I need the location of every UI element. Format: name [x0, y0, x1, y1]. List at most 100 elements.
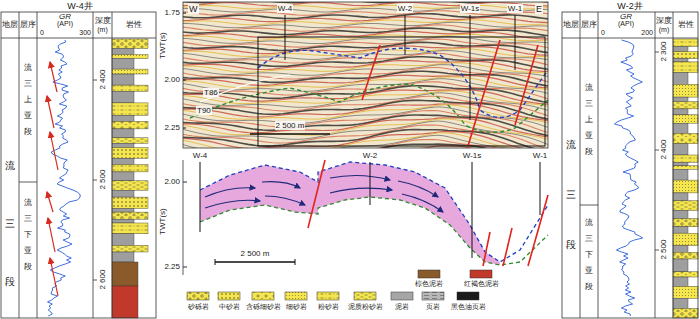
lithology-bed	[112, 74, 134, 85]
lithology-bed	[673, 277, 688, 286]
well-line	[515, 15, 516, 70]
label: 2 600	[98, 270, 107, 290]
label: TWT(s)	[157, 209, 166, 236]
depth-tick	[93, 180, 97, 181]
flow-arrow	[330, 188, 392, 193]
flow-arrow	[265, 196, 305, 205]
flow-arrow	[262, 182, 300, 188]
gr-trace	[615, 40, 643, 316]
legend-label: 中砂岩	[219, 303, 240, 311]
lithology-bed	[673, 219, 698, 227]
label: (m)	[97, 26, 108, 34]
lithology-bed	[673, 102, 698, 109]
label: W-1	[507, 4, 524, 13]
seismic-reflector	[183, 8, 548, 12]
lithology-bed	[673, 47, 688, 52]
fault	[468, 40, 500, 146]
scale-tick	[215, 259, 216, 265]
legend-swatches	[187, 270, 492, 300]
axis-tick	[183, 128, 186, 129]
lithology-bed	[673, 73, 688, 85]
lithology-bed	[112, 49, 134, 55]
depth-tick	[93, 80, 97, 81]
label: GR	[59, 12, 71, 21]
seismic-reflector	[183, 91, 548, 106]
seismic-reflectors	[183, 2, 548, 148]
fault	[515, 45, 538, 125]
legend-swatch	[354, 292, 376, 300]
fault	[503, 228, 512, 266]
legend-label: 砂砾岩	[188, 303, 209, 311]
t86-horizon	[200, 75, 290, 102]
well-line	[470, 15, 471, 120]
label: 2 500 m	[275, 121, 306, 130]
lithology-bed	[112, 197, 148, 208]
seismic-reflector	[183, 20, 548, 25]
t90-horizon	[190, 84, 548, 132]
label: 2.00	[164, 177, 180, 186]
label: W	[188, 4, 199, 14]
lithology-column	[673, 39, 698, 318]
lithology-bed	[112, 158, 134, 164]
top-boundary	[200, 162, 548, 262]
label: 2 500	[659, 240, 668, 260]
label: 流三下亚段	[24, 195, 32, 275]
label: 2.25	[164, 262, 180, 271]
label: 流三上亚段	[585, 80, 593, 160]
legend-label: 含砾细砂岩	[246, 303, 281, 311]
boundary-line	[19, 182, 37, 183]
legend-swatch	[470, 270, 492, 278]
panel-border	[562, 12, 698, 318]
label: 流三段	[566, 120, 576, 270]
lithology-bed	[673, 144, 688, 155]
label: T90	[196, 106, 212, 115]
lithology-bed	[673, 115, 698, 123]
flow-arrow	[205, 188, 255, 197]
fault	[362, 45, 380, 100]
label: 2 500	[98, 170, 107, 190]
label: W-1s	[463, 151, 482, 160]
cycle-arrow	[50, 258, 58, 296]
top-horizon	[258, 48, 548, 117]
label: 2.25	[164, 123, 180, 132]
label: 深度	[656, 16, 672, 25]
label: (API)	[618, 20, 634, 28]
lithology-bed	[112, 234, 134, 246]
label: 0	[40, 29, 44, 37]
label: T86	[203, 88, 219, 97]
label: 0	[601, 29, 605, 37]
axis-tick	[183, 80, 186, 81]
column-line	[37, 12, 38, 318]
lithology-bed	[112, 286, 138, 318]
depth-tick	[655, 250, 659, 251]
lithology-bed	[673, 133, 698, 143]
label: 深度	[95, 16, 111, 25]
column-line	[673, 12, 674, 318]
cycle-arrow	[50, 132, 58, 170]
lithology-bed	[112, 148, 148, 159]
legend-swatch	[285, 292, 307, 300]
lithology-bed	[673, 272, 698, 277]
legend-label: 泥岩	[395, 303, 409, 311]
label: TWT(s)	[157, 33, 166, 60]
label: W-2井	[617, 1, 642, 11]
lithology-bed	[112, 138, 148, 144]
label: 岩性	[126, 20, 142, 29]
label: W-2	[363, 151, 378, 160]
label: 地层	[563, 20, 579, 29]
lithology-bed	[673, 162, 688, 165]
label: E	[535, 4, 543, 14]
study-window	[258, 37, 545, 146]
cycle-arrow	[47, 192, 53, 212]
cycle-arrow	[48, 218, 55, 252]
label: W-1	[533, 151, 548, 160]
fan-delta-body	[200, 162, 500, 265]
lithology-bed	[673, 286, 698, 298]
header-line	[562, 38, 698, 39]
axis-tick	[183, 182, 187, 183]
lithology-bed	[673, 308, 698, 318]
legend-swatch	[418, 270, 440, 278]
label: 2 500 m	[241, 249, 270, 258]
label: 2 400	[98, 70, 107, 90]
lithology-bed	[112, 39, 148, 49]
